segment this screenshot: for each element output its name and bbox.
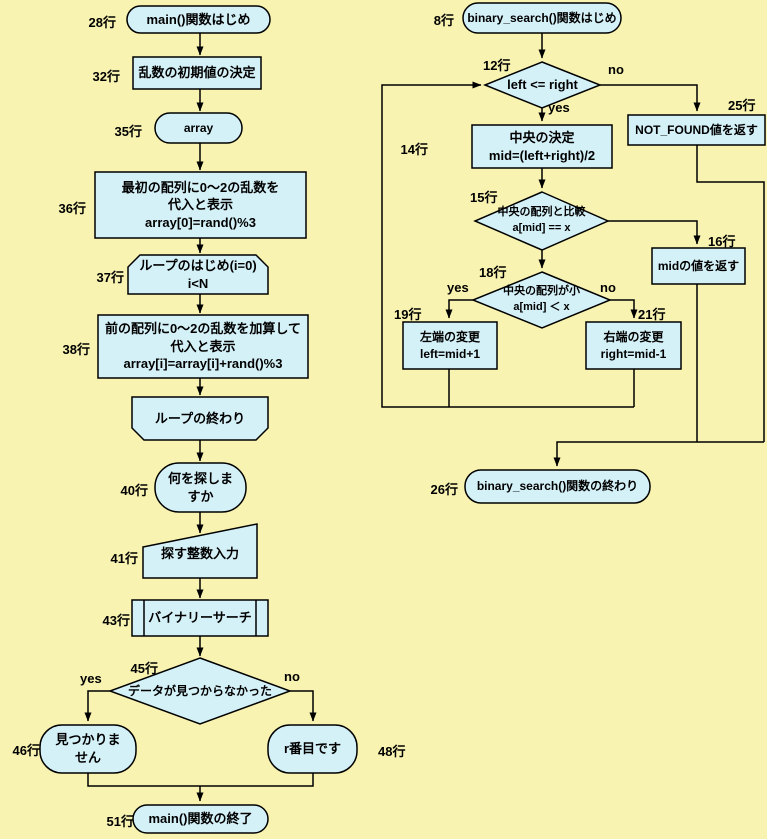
binary-equal-cond-diamond (473, 191, 610, 251)
main-line36-label: 36行 (58, 201, 86, 216)
binary-line14-label: 14行 (400, 142, 428, 157)
main-nodes (39, 5, 358, 834)
binary-loop-cond-yes-label: yes (548, 100, 570, 115)
binary-start-terminator (462, 2, 622, 34)
main-line46-label: 46行 (12, 743, 40, 758)
binary-line19-label: 19行 (394, 307, 422, 322)
main-line32-label: 32行 (92, 69, 120, 84)
binary-less-cond-no-label: no (600, 280, 616, 295)
main-end-terminator (132, 804, 269, 834)
binary-line16-label: 16行 (708, 234, 736, 249)
main-call-side-bars (143, 600, 257, 636)
binary-line25-label: 25行 (728, 98, 756, 113)
main-line48-label: 48行 (378, 744, 406, 759)
binary-line15-label: 15行 (470, 190, 498, 205)
main-decision-no-label: no (284, 669, 300, 684)
main-line35-label: 35行 (114, 124, 142, 139)
main-line37-label: 37行 (96, 270, 124, 285)
main-loop-end (131, 396, 269, 441)
binary-notfound-return-process (627, 114, 766, 146)
binary-less-cond-diamond (471, 271, 612, 329)
binary-end-terminator (464, 469, 651, 504)
binary-loop-cond-no-label: no (608, 62, 624, 77)
main-line38-label: 38行 (62, 342, 90, 357)
main-connectors (84, 33, 317, 802)
main-decision-yes-label: yes (80, 671, 102, 686)
main-found-display (267, 724, 358, 774)
main-line41-label: 41行 (110, 551, 138, 566)
main-loop-start (127, 254, 269, 295)
binary-line21-label: 21行 (638, 307, 666, 322)
main-decision-diamond (107, 657, 293, 725)
main-init-random-process (132, 56, 262, 90)
binary-mid-calc-process (471, 124, 613, 169)
main-manual-input (142, 523, 258, 579)
main-line40-label: 40行 (120, 483, 148, 498)
binary-less-cond-yes-label: yes (447, 280, 469, 295)
binary-line8-label: 8行 (433, 13, 454, 28)
binary-nodes (402, 2, 766, 504)
main-line51-label: 51行 (106, 814, 134, 829)
main-assign-first-process (94, 171, 307, 239)
binary-line26-label: 26行 (430, 482, 458, 497)
binary-mid-return-process (651, 247, 746, 285)
binary-line18-label: 18行 (479, 265, 507, 280)
main-prompt-display (154, 462, 247, 513)
main-line45-label: 45行 (130, 661, 158, 676)
binary-loop-cond-diamond (482, 61, 603, 109)
binary-left-update-process (402, 321, 498, 370)
main-assign-next-process (97, 314, 309, 379)
binary-right-update-process (585, 321, 682, 370)
main-call-predefined-process (131, 599, 269, 637)
main-array-display (154, 112, 243, 144)
main-line43-label: 43行 (102, 613, 130, 628)
binary-line12-label: 12行 (483, 58, 511, 73)
main-start-terminator (126, 5, 271, 34)
main-line28-label: 28行 (88, 15, 116, 30)
main-notfound-display (39, 724, 137, 774)
binary-connectors (381, 33, 765, 467)
